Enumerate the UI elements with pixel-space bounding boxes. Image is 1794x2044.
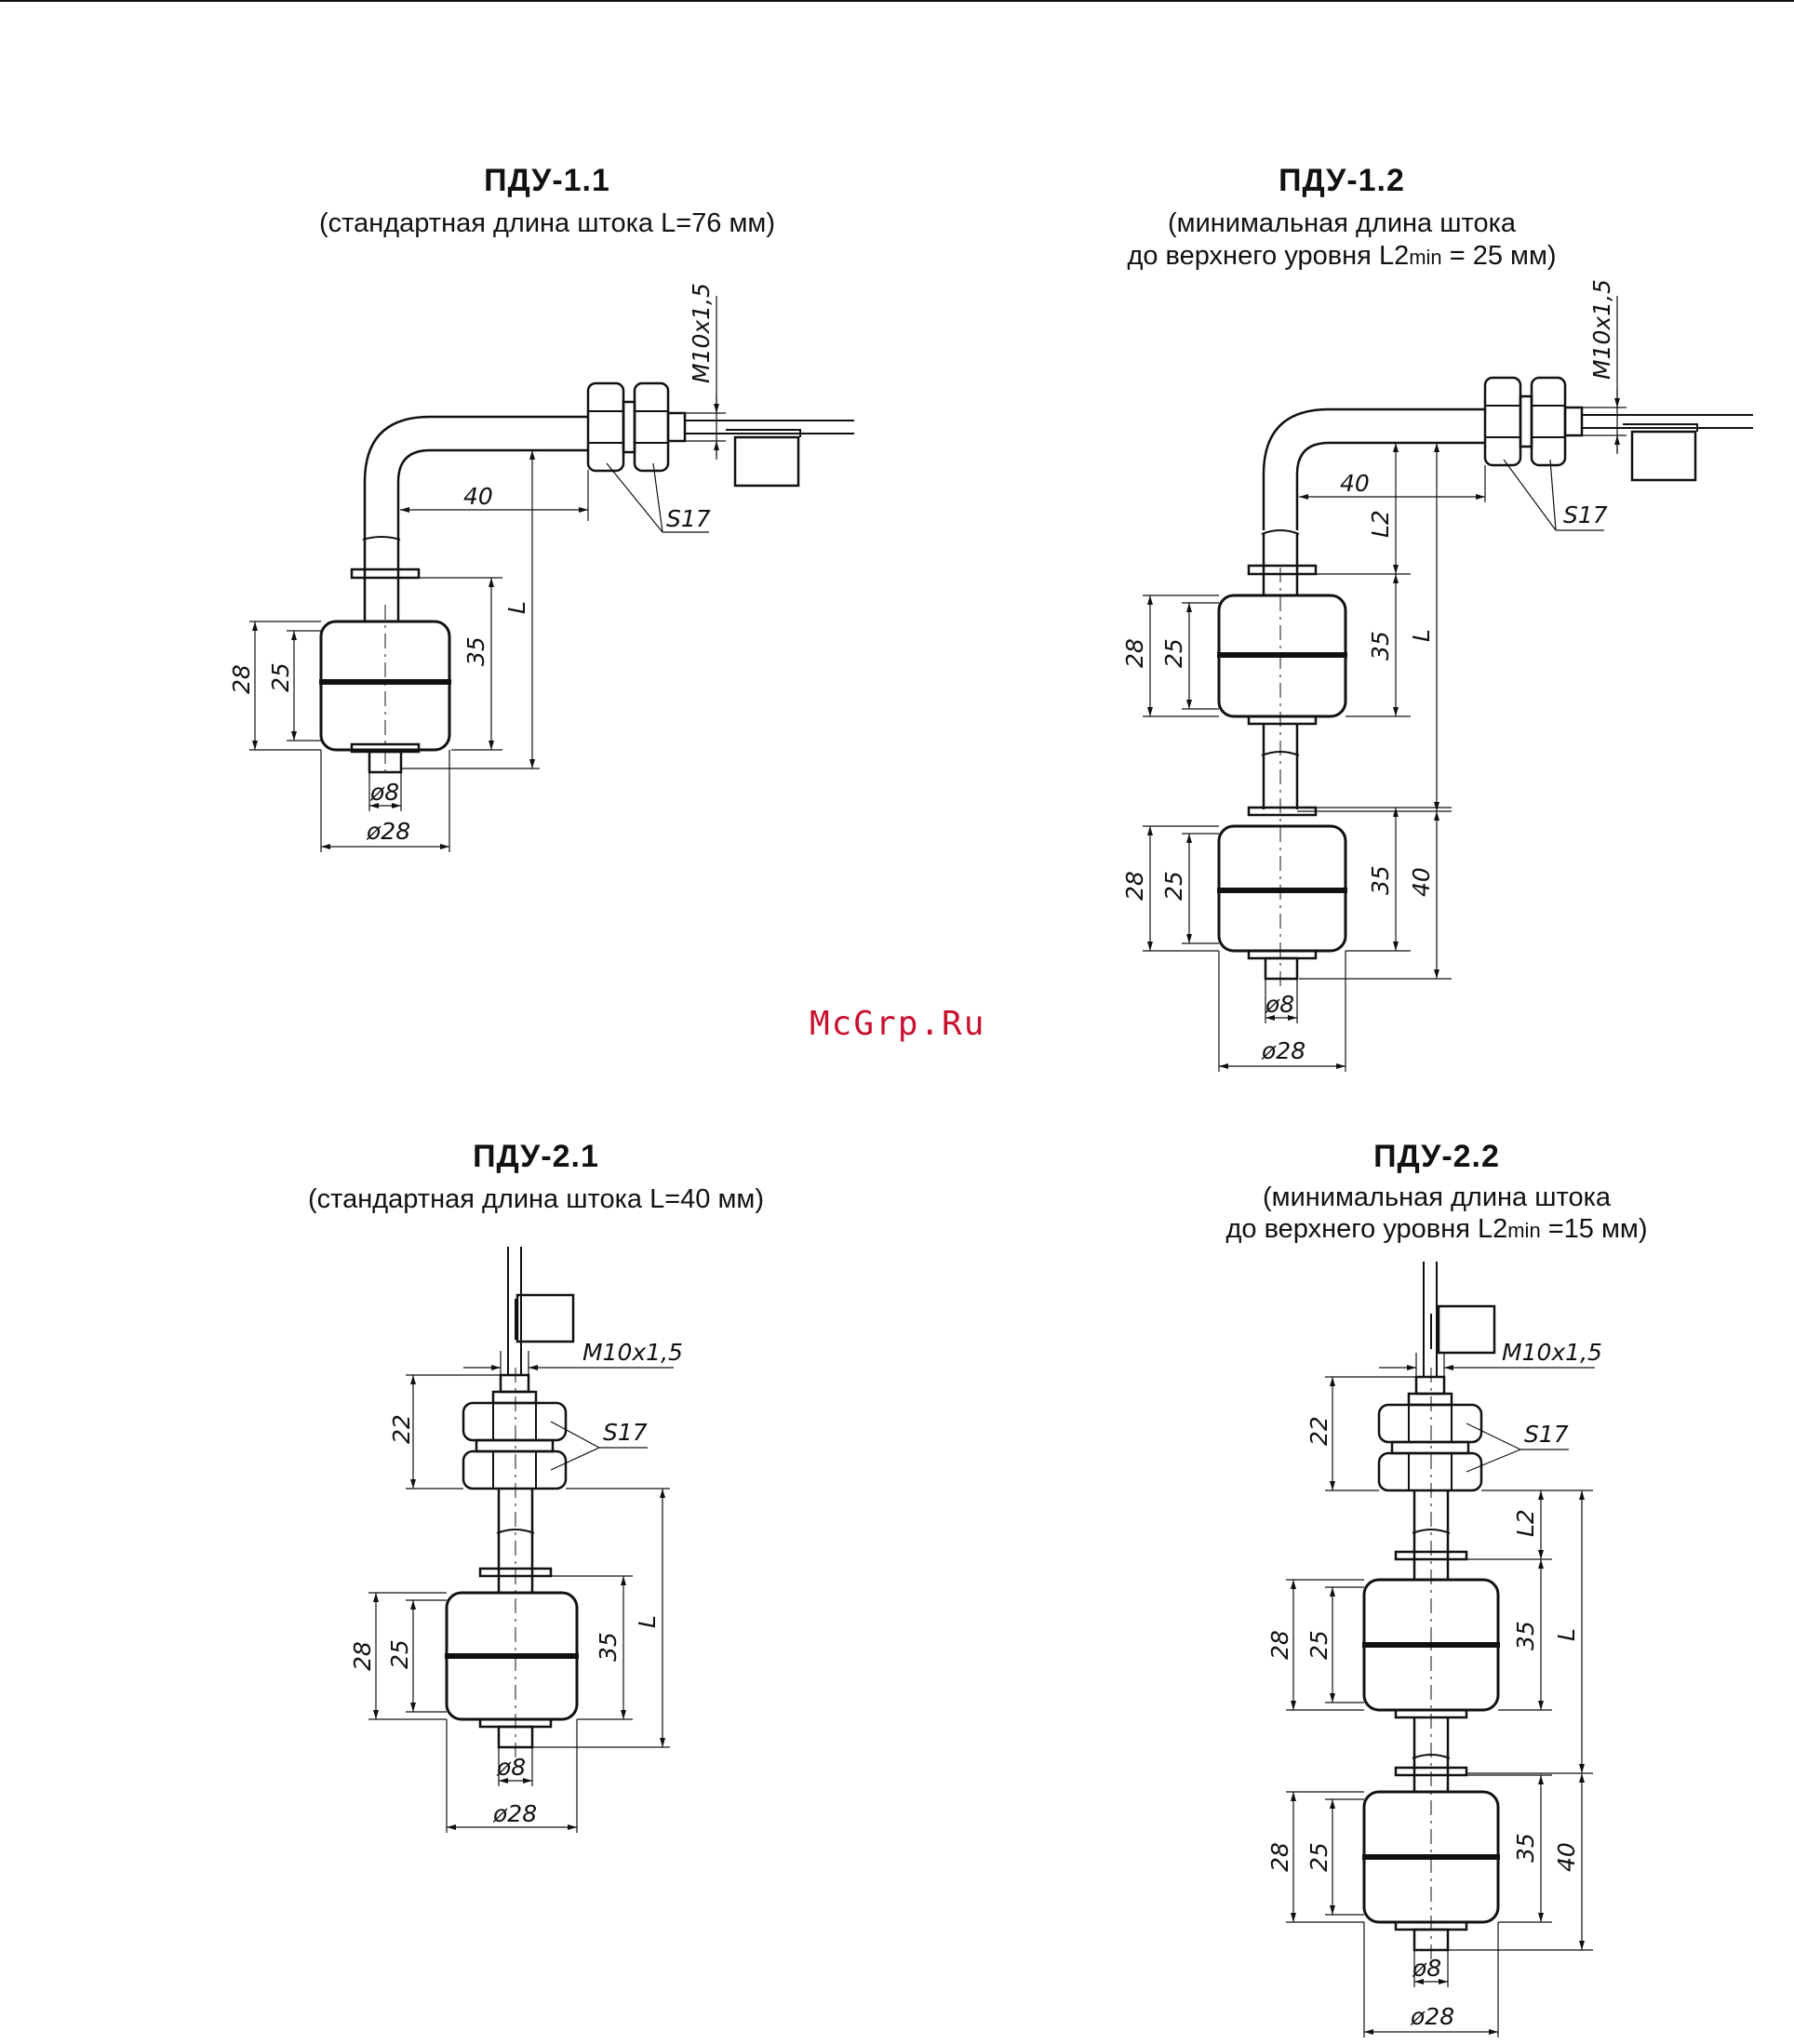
pdu-2-1-dim-thread: M10x1,5: [582, 1339, 683, 1366]
pdu-2-1-dim-28: 28: [349, 1641, 376, 1671]
pdu-2-2-dim-28-lower: 28: [1266, 1842, 1293, 1872]
pdu-2-1-dim-s17: S17: [603, 1419, 648, 1446]
pdu-2-2-dim-25-lower: 25: [1305, 1842, 1332, 1872]
pdu-1-1-dim-l: L: [503, 601, 530, 614]
pdu-2-2-subtitle-line1: (минимальная длина штока: [1263, 1182, 1612, 1212]
pdu-1-2-dim-l: L: [1408, 629, 1435, 642]
pdu-2-2-dim-40-lower: 40: [1553, 1842, 1580, 1872]
pdu-2-1-dim-22: 22: [388, 1414, 415, 1444]
watermark-text: McGrp.Ru: [810, 1005, 985, 1043]
pdu-2-1-title: ПДУ-2.1: [473, 1139, 599, 1174]
pdu-2-2-title: ПДУ-2.2: [1373, 1139, 1500, 1174]
pdu-2-1-dim-l: L: [634, 1615, 661, 1628]
pdu-2-1-dim-d28: ø28: [492, 1800, 537, 1827]
pdu-1-1-dim-d8: ø8: [369, 779, 399, 806]
pdu-2-1-subtitle: (стандартная длина штока L=40 мм): [308, 1184, 764, 1214]
pdu-2-2-dim-l: L: [1553, 1628, 1580, 1641]
pdu-2-2-dim-35-upper: 35: [1512, 1621, 1539, 1650]
pdu-1-2-dim-35-lower: 35: [1367, 865, 1394, 895]
pdu-1-2-dim-s17: S17: [1563, 501, 1608, 528]
pdu-1-2-subtitle-line2: до верхнего уровня L2min = 25 мм): [1127, 241, 1556, 271]
pdu-1-1-dim-thread: M10x1,5: [688, 283, 715, 383]
pdu-1-2-dim-35-upper: 35: [1367, 631, 1394, 661]
pdu-1-1-subtitle: (стандартная длина штока L=76 мм): [319, 208, 775, 238]
pdu-1-1-dim-28: 28: [228, 664, 255, 694]
pdu-2-2-dim-28-upper: 28: [1266, 1630, 1293, 1660]
pdu-1-2-dim-d28: ø28: [1261, 1037, 1305, 1064]
pdu-1-2-dim-40-arm: 40: [1340, 470, 1370, 497]
pdu-2-2-dim-d8: ø8: [1412, 1955, 1441, 1982]
pdu-2-2-dim-l2: L2: [1512, 1509, 1539, 1537]
pdu-1-1-dim-d28: ø28: [366, 818, 410, 845]
pdu-1-2-dim-25-upper: 25: [1160, 638, 1187, 668]
pdu-1-1-dim-s17: S17: [666, 505, 711, 532]
pdu-2-1-dim-35: 35: [595, 1632, 622, 1662]
pdu-2-2-dim-25-upper: 25: [1305, 1630, 1332, 1660]
pdu-1-2-dim-28-upper: 28: [1121, 638, 1148, 668]
pdu-1-1-drawing: ПДУ-1.1 (стандартная длина штока L=76 мм…: [228, 163, 854, 852]
pdu-1-2-dim-d8: ø8: [1265, 991, 1294, 1018]
pdu-1-2-title: ПДУ-1.2: [1279, 163, 1405, 198]
pdu-2-2-drawing: ПДУ-2.2 (минимальная длина штока до верх…: [1225, 1139, 1648, 2037]
pdu-1-1-dim-35: 35: [462, 636, 489, 666]
pdu-1-2-dim-40-lower: 40: [1408, 867, 1435, 897]
pdu-1-2-dim-28-lower: 28: [1121, 871, 1148, 901]
pdu-2-1-drawing: ПДУ-2.1 (стандартная длина штока L=40 мм…: [308, 1139, 764, 1833]
pdu-2-2-dim-s17: S17: [1524, 1421, 1569, 1448]
pdu-2-2-dim-thread: M10x1,5: [1502, 1339, 1602, 1366]
pdu-1-2-drawing: ПДУ-1.2 (минимальная длина штока до верх…: [1121, 163, 1753, 1072]
pdu-2-2-dim-35-lower: 35: [1512, 1833, 1539, 1863]
pdu-2-1-dim-d8: ø8: [496, 1754, 526, 1781]
pdu-2-1-dim-25: 25: [386, 1639, 413, 1669]
pdu-2-2-dim-22: 22: [1305, 1416, 1332, 1446]
pdu-1-1-dim-40: 40: [463, 483, 493, 510]
pdu-1-1-dim-25: 25: [267, 662, 294, 692]
pdu-1-2-subtitle-line1: (минимальная длина штока: [1168, 208, 1517, 238]
pdu-2-2-dim-d28: ø28: [1410, 2003, 1454, 2030]
pdu-1-2-dim-l2: L2: [1367, 510, 1394, 538]
pdu-1-2-dim-25-lower: 25: [1160, 871, 1187, 901]
pdu-1-2-dim-thread: M10x1,5: [1588, 279, 1615, 380]
pdu-2-2-subtitle-line2: до верхнего уровня L2min =15 мм): [1225, 1214, 1647, 1244]
pdu-1-1-title: ПДУ-1.1: [484, 163, 610, 198]
